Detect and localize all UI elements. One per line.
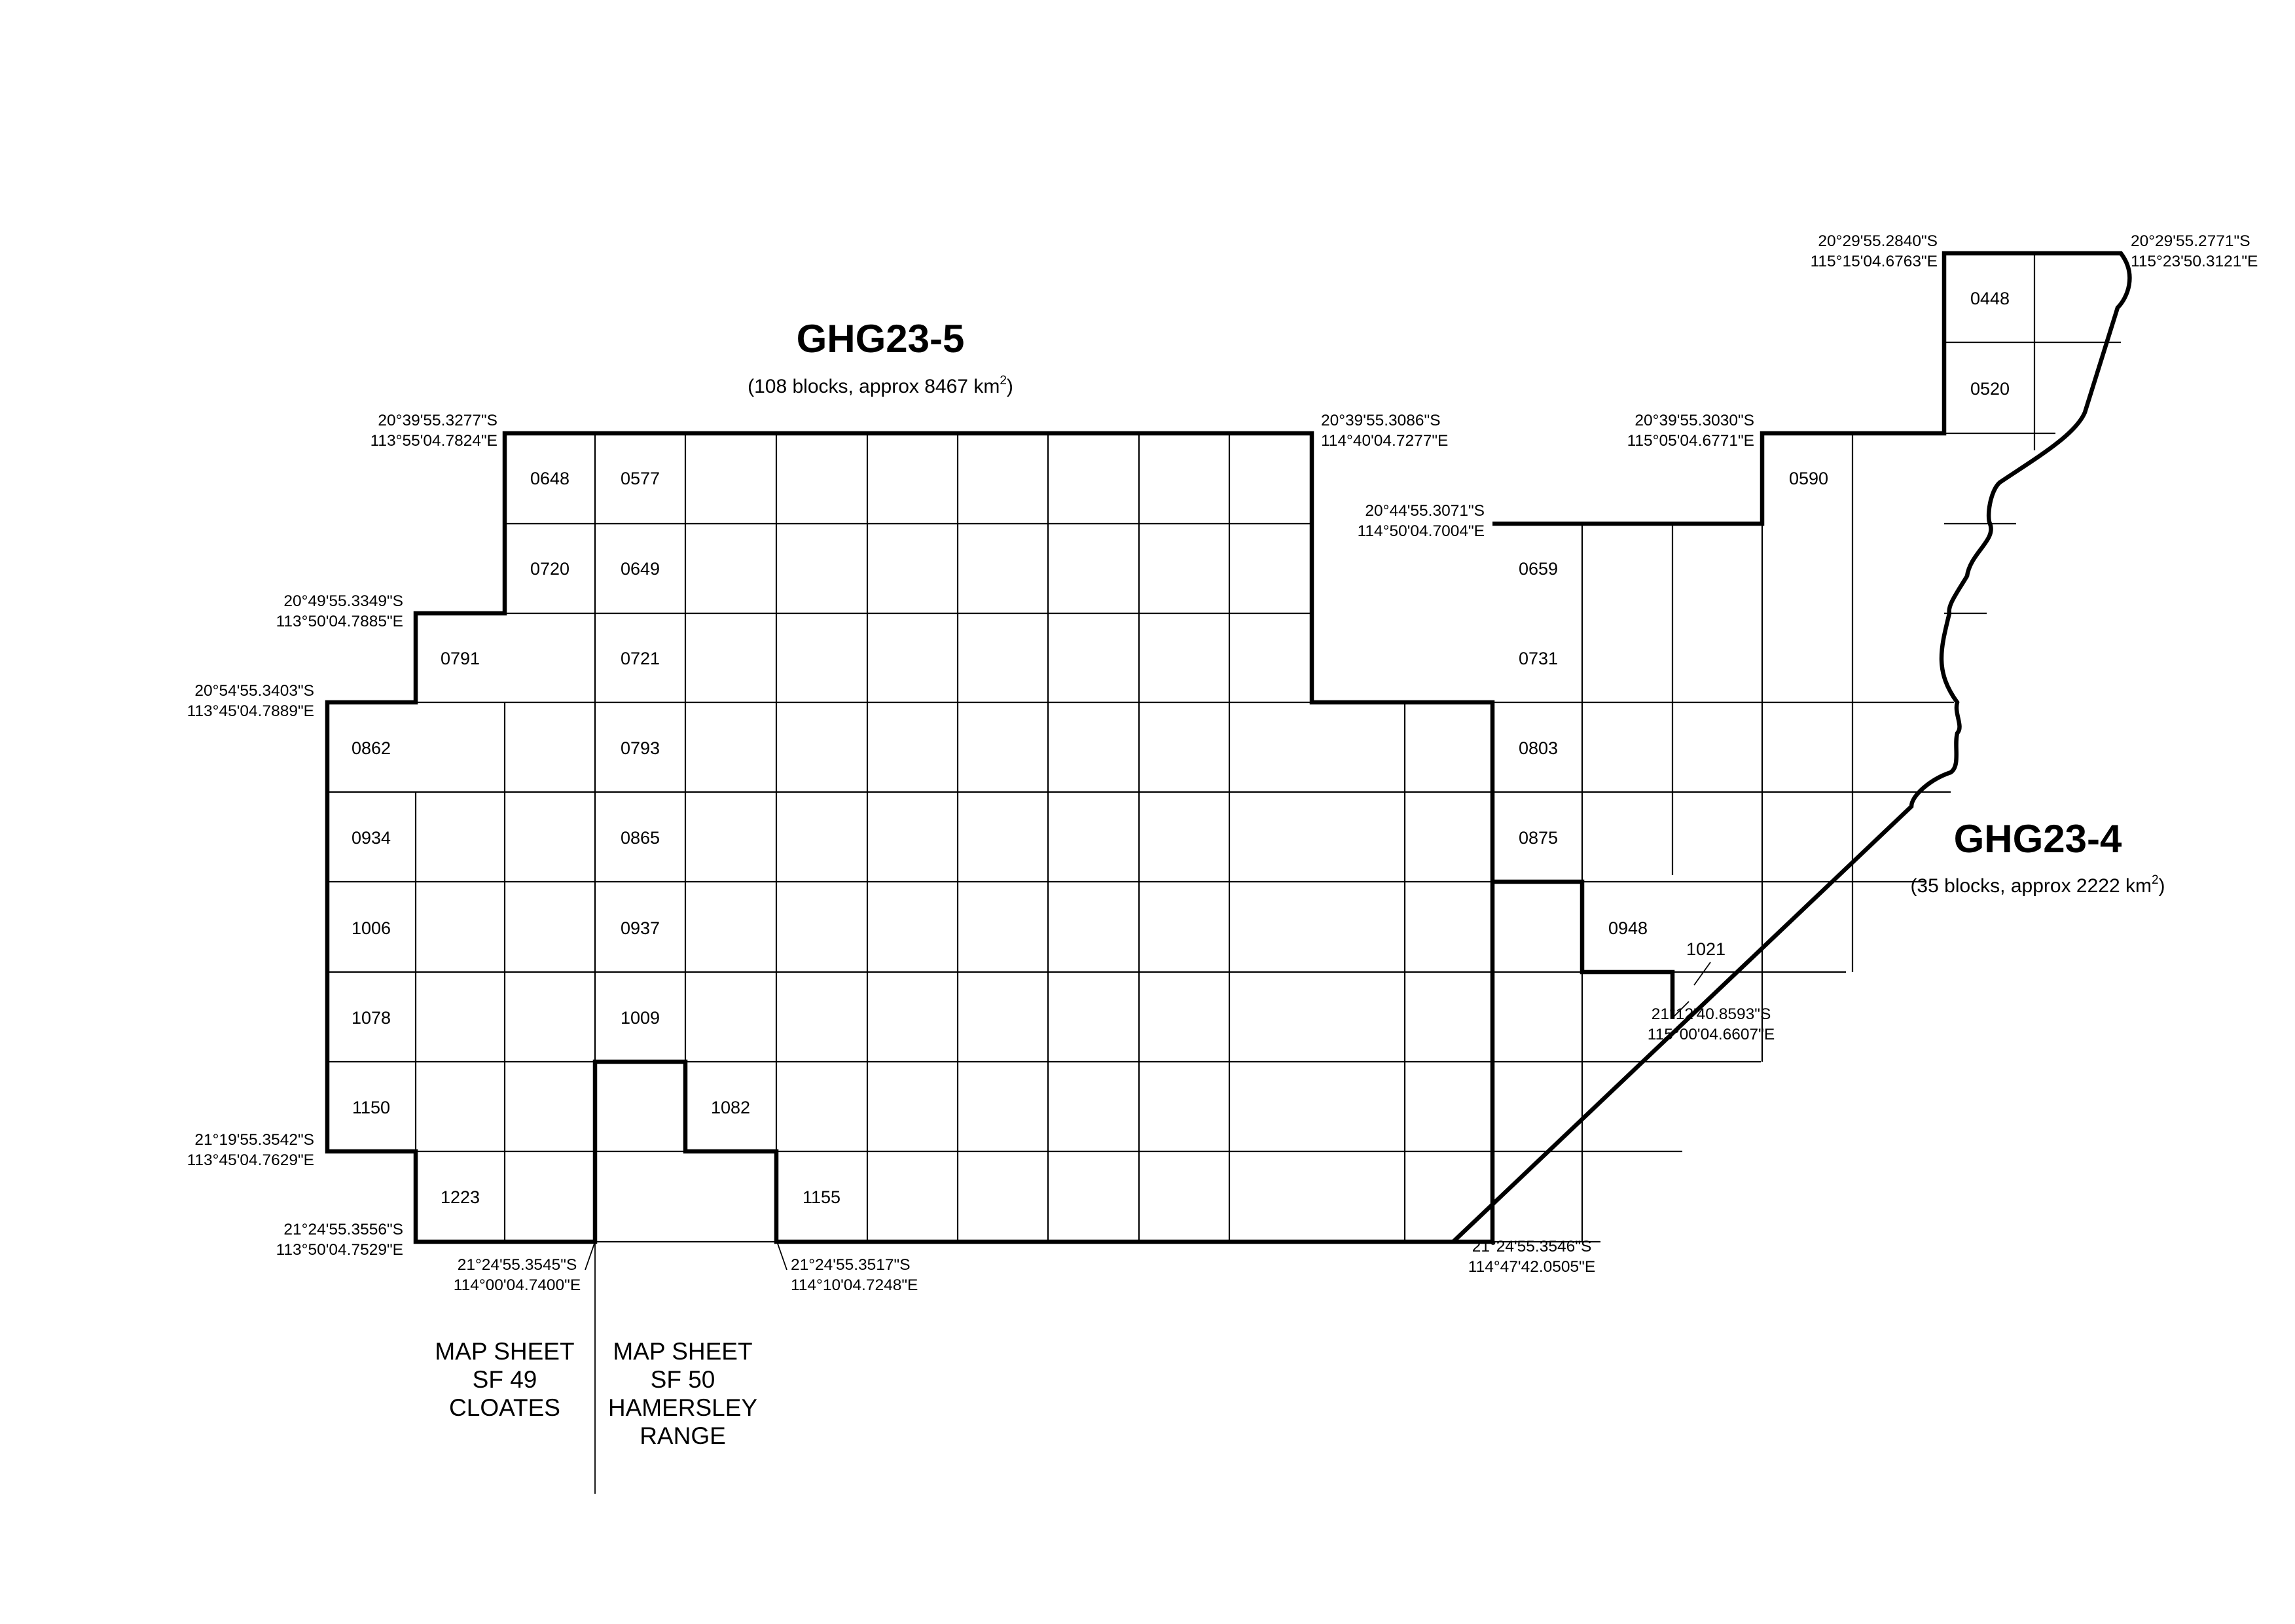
block-label: 1150 [352,1098,390,1117]
block-label: 0659 [1519,559,1558,579]
area-titles: GHG23-5 (108 blocks, approx 8467 km2) GH… [748,317,2165,897]
ghg23-4-subtitle: (35 blocks, approx 2222 km2) [1910,873,2165,897]
ghg23-4-grid [1492,253,2121,1243]
block-label: 0721 [621,649,660,668]
ghg23-5-subtitle: (108 blocks, approx 8467 km2) [748,374,1013,397]
block-label: 0448 [1970,289,2010,308]
block-label: 1082 [711,1098,750,1117]
block-label: 0937 [621,918,660,938]
block-grid-lines [327,433,1492,1243]
block-label: 0791 [441,649,480,668]
ghg23-5-grid [327,433,1492,1243]
ghg23-4-boundary [1451,251,2132,1244]
block-label: 0865 [621,828,660,848]
block-labels: 0648 0577 0720 0649 0791 0721 0862 0793 … [352,289,2010,1207]
block-label: 0862 [352,738,391,758]
block-label: 1155 [803,1187,840,1207]
block-label: 1021 [1686,939,1726,959]
block-grid-lines [1492,253,2121,1243]
block-label: 0720 [530,559,569,579]
block-label: 0590 [1789,469,1828,488]
block-label: 0731 [1519,649,1558,668]
block-label: 0649 [621,559,660,579]
block-label: 0520 [1970,379,2010,399]
ghg23-5-boundary [325,431,1495,1244]
block-label: 0648 [530,469,569,488]
ghg23-5-title: GHG23-5 [797,317,965,361]
block-label: 1223 [441,1187,480,1207]
block-label: 0577 [621,469,660,488]
block-label: 0948 [1608,918,1648,938]
ghg23-4-title: GHG23-4 [1954,817,2122,861]
block-label: 0934 [352,828,391,848]
block-label: 1006 [352,918,391,938]
block-label: 0803 [1519,738,1558,758]
block-label: 0875 [1519,828,1558,848]
pointer-lines [585,962,1711,1271]
block-label: 0793 [621,738,660,758]
block-label: 1009 [621,1008,660,1028]
block-label: 1078 [352,1008,391,1028]
